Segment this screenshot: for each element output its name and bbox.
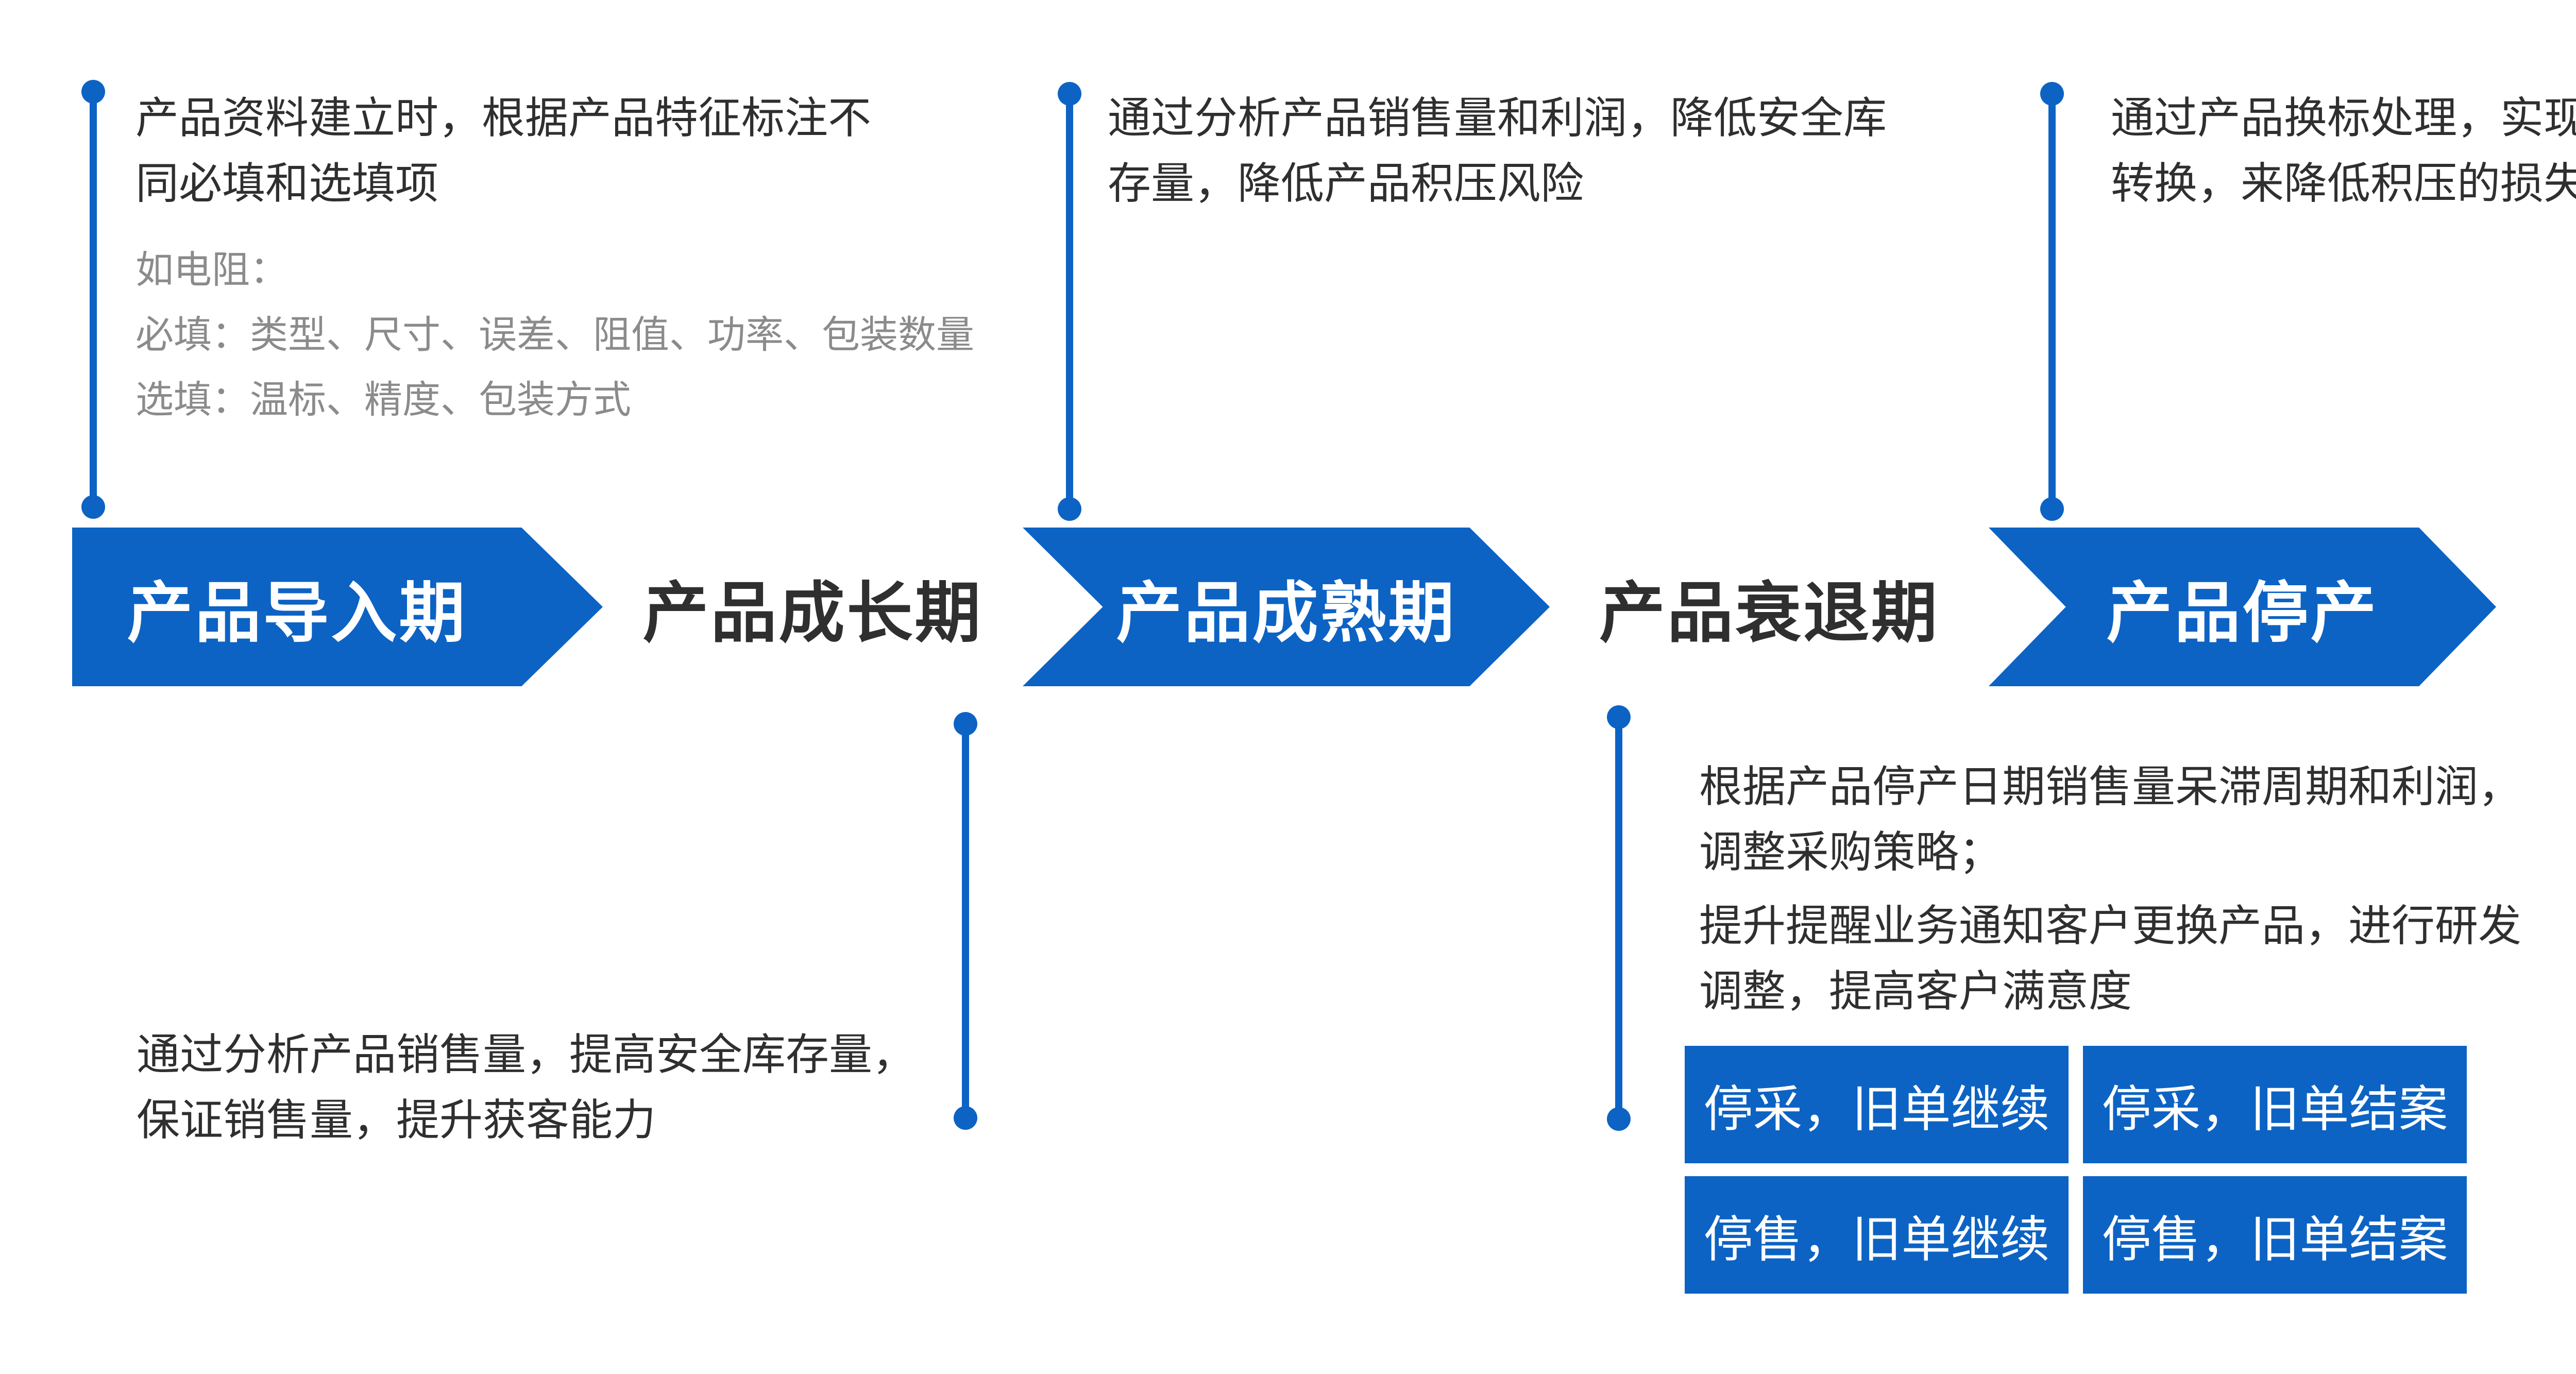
note-eol-line1: 通过产品换标处理，实现价值 bbox=[2111, 94, 2576, 142]
stage-arrow-intro: 产品导入期 bbox=[72, 528, 603, 686]
stage-arrow-intro-label: 产品导入期 bbox=[127, 576, 467, 650]
note-maturity: 通过分析产品销售量和利润，降低安全库 存量，降低产品积压风险 bbox=[1108, 86, 1887, 216]
connector-line-decline bbox=[1615, 717, 1622, 1119]
note-decline-line1: 根据产品停产日期销售量呆滞周期和利润， bbox=[1699, 762, 2522, 811]
decline-options-grid: 停采，旧单继续 停采，旧单结案 停售，旧单继续 停售，旧单结案 bbox=[1685, 1046, 2467, 1294]
stage-label-growth: 产品成长期 bbox=[603, 528, 1023, 686]
note-intro-line1: 产品资料建立时，根据产品特征标注不 bbox=[135, 94, 872, 142]
option-stop-purchase-continue: 停采，旧单继续 bbox=[1685, 1046, 2069, 1163]
note-decline-line2: 调整采购策略； bbox=[1699, 828, 2003, 876]
note-eol: 通过产品换标处理，实现价值 转换，来降低积压的损失 bbox=[2111, 86, 2576, 216]
stage-arrow-maturity: 产品成熟期 bbox=[1023, 528, 1550, 686]
connector-line-intro bbox=[90, 92, 97, 507]
example-title: 如电阻： bbox=[135, 248, 288, 291]
note-growth-line2: 保证销售量，提升获客能力 bbox=[137, 1096, 656, 1144]
stage-arrow-maturity-label: 产品成熟期 bbox=[1116, 576, 1456, 650]
note-maturity-line2: 存量，降低产品积压风险 bbox=[1108, 159, 1584, 208]
connector-line-maturity bbox=[1066, 94, 1073, 509]
note-growth-line1: 通过分析产品销售量，提高安全库存量， bbox=[137, 1030, 916, 1079]
note-decline-line3: 提升提醒业务通知客户更换产品，进行研发 bbox=[1699, 902, 2522, 950]
note-maturity-line1: 通过分析产品销售量和利润，降低安全库 bbox=[1108, 94, 1887, 142]
stage-label-decline: 产品衰退期 bbox=[1550, 528, 1989, 686]
option-stop-sale-close: 停售，旧单结案 bbox=[2083, 1176, 2467, 1294]
stage-arrow-eol: 产品停产 bbox=[1989, 528, 2496, 686]
stage-arrow-eol-label: 产品停产 bbox=[2106, 576, 2379, 650]
note-growth: 通过分析产品销售量，提高安全库存量， 保证销售量，提升获客能力 bbox=[137, 1022, 916, 1153]
note-decline-line4: 调整，提高客户满意度 bbox=[1699, 967, 2132, 1015]
note-intro-example: 如电阻： 必填：类型、尺寸、误差、阻值、功率、包装数量 选填：温标、精度、包装方… bbox=[135, 238, 974, 432]
option-stop-sale-continue: 停售，旧单继续 bbox=[1685, 1176, 2069, 1294]
option-stop-purchase-close: 停采，旧单结案 bbox=[2083, 1046, 2467, 1163]
connector-line-eol bbox=[2048, 94, 2056, 509]
note-eol-line2: 转换，来降低积压的损失 bbox=[2111, 159, 2576, 208]
example-optional: 选填：温标、精度、包装方式 bbox=[135, 378, 631, 421]
note-intro-line2: 同必填和选填项 bbox=[135, 159, 439, 208]
example-required: 必填：类型、尺寸、误差、阻值、功率、包装数量 bbox=[135, 313, 974, 356]
note-decline: 根据产品停产日期销售量呆滞周期和利润， 调整采购策略； 提升提醒业务通知客户更换… bbox=[1699, 754, 2521, 1024]
stage-label-decline-text: 产品衰退期 bbox=[1599, 576, 1939, 650]
connector-line-growth bbox=[962, 724, 969, 1118]
stage-label-growth-text: 产品成长期 bbox=[642, 576, 983, 650]
note-intro: 产品资料建立时，根据产品特征标注不 同必填和选填项 bbox=[135, 86, 871, 216]
